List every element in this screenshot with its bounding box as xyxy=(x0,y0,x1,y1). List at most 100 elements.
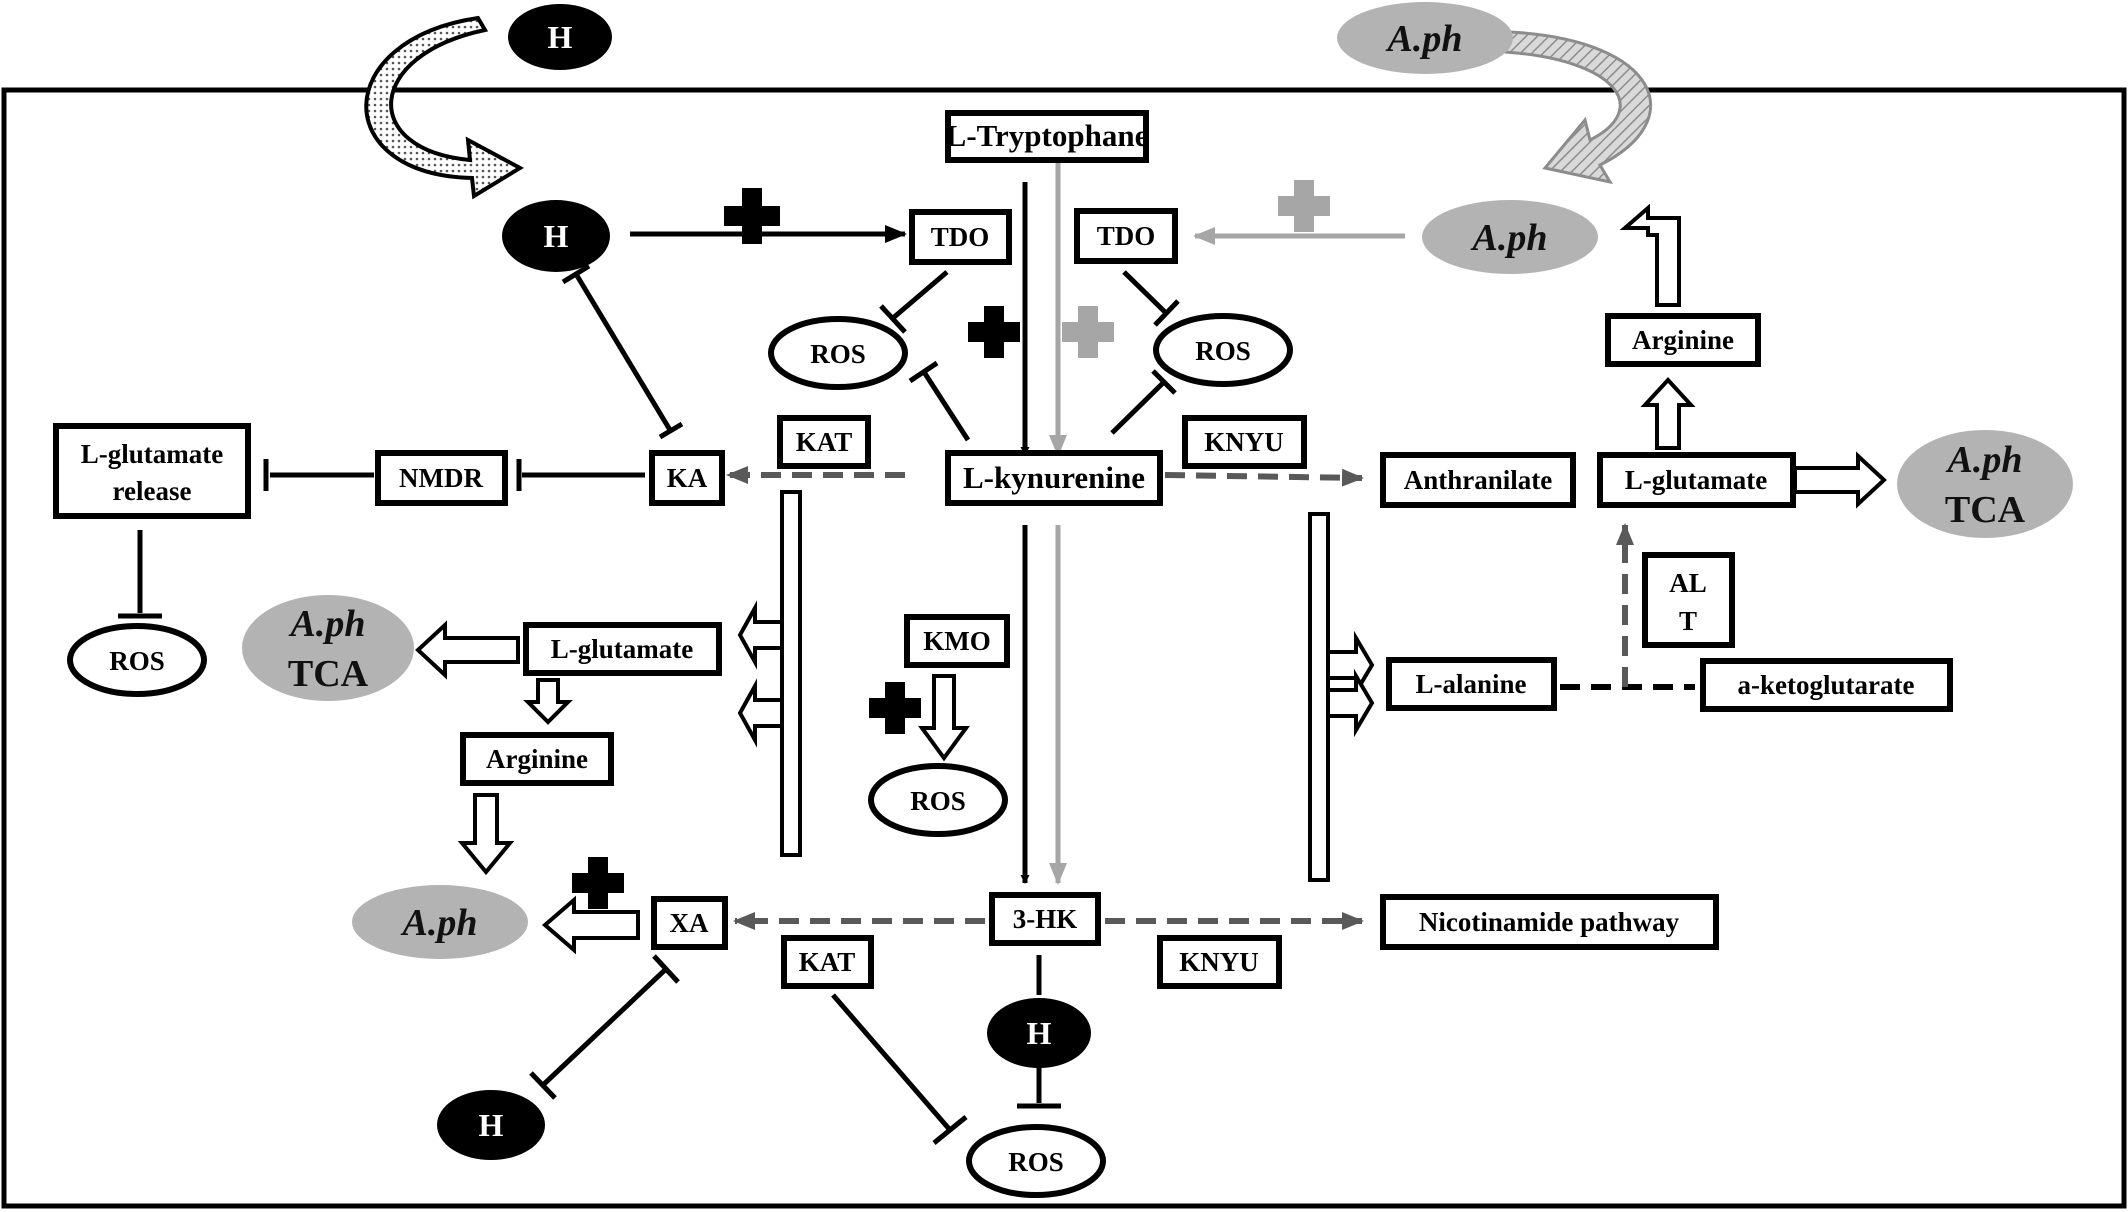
ros-node-glutamate-release: ROS xyxy=(67,623,207,697)
alt-node: AL T xyxy=(1642,552,1735,648)
glutamate-to-aph-tca-arrow xyxy=(1793,451,1887,509)
bracket-notch-arrow-up xyxy=(737,600,784,670)
svg-text:TCA: TCA xyxy=(1945,489,2026,531)
xa-to-aph-arrow xyxy=(541,895,640,955)
h-node-3hk: H xyxy=(987,998,1091,1068)
svg-text:TDO: TDO xyxy=(931,222,990,252)
plus-icon xyxy=(869,682,921,734)
three-hk-node: 3-HK xyxy=(989,892,1101,946)
nmdr-node: NMDR xyxy=(375,450,508,506)
plus-icon xyxy=(724,188,780,244)
svg-text:ROS: ROS xyxy=(810,339,866,369)
svg-text:Nicotinamide pathway: Nicotinamide pathway xyxy=(1419,907,1680,937)
knyu-bottom-node: KNYU xyxy=(1157,935,1282,989)
svg-text:ROS: ROS xyxy=(1008,1147,1064,1177)
right-bracket-bar xyxy=(1308,512,1330,882)
xa-node: XA xyxy=(651,896,728,950)
svg-text:A.ph: A.ph xyxy=(1471,217,1548,259)
aph-node-bottom-left: A.ph xyxy=(352,885,528,959)
svg-text:KNYU: KNYU xyxy=(1204,427,1284,457)
kat-top-node: KAT xyxy=(777,415,871,469)
svg-text:KA: KA xyxy=(667,463,708,493)
arginine-right-node: Arginine xyxy=(1605,313,1761,367)
aph-node-outside: A.ph xyxy=(1337,2,1513,74)
ros-node-tdo-right: ROS xyxy=(1153,313,1293,387)
arginine-export-arrow xyxy=(1619,203,1681,307)
l-alanine-node: L-alanine xyxy=(1386,657,1557,711)
arginine-left-node: Arginine xyxy=(460,732,614,786)
svg-text:KMO: KMO xyxy=(923,626,991,656)
tbar xyxy=(932,1115,968,1145)
aph-tca-node-right: A.ph TCA xyxy=(1897,430,2073,538)
svg-text:NMDR: NMDR xyxy=(399,463,483,493)
svg-text:KNYU: KNYU xyxy=(1179,947,1259,977)
svg-text:L-glutamate: L-glutamate xyxy=(1625,465,1767,495)
aph-node-top-right: A.ph xyxy=(1422,200,1598,274)
svg-text:TCA: TCA xyxy=(288,653,369,695)
h-node-outside: H xyxy=(508,4,612,70)
l-tryptophane-node: L-Tryptophane xyxy=(945,110,1149,163)
xa-h-inhibition xyxy=(541,967,668,1087)
ros-node-tdo-left: ROS xyxy=(768,316,908,390)
svg-text:ROS: ROS xyxy=(109,646,165,676)
plus-icon xyxy=(1062,306,1114,358)
svg-text:a-ketoglutarate: a-ketoglutarate xyxy=(1738,670,1915,700)
anthranilate-node: Anthranilate xyxy=(1380,452,1576,508)
tdo-right-inhibits-ros xyxy=(1122,270,1168,315)
kat-bottom-node: KAT xyxy=(781,935,874,989)
glutamate-release-node: L-glutamate release xyxy=(53,423,251,519)
svg-text:XA: XA xyxy=(670,908,709,938)
l-kynurenine-node: L-kynurenine xyxy=(945,450,1163,506)
l-glutamate-left-node: L-glutamate xyxy=(523,622,722,676)
svg-text:L-Tryptophane: L-Tryptophane xyxy=(946,118,1149,153)
glutamate-to-arginine-arrow xyxy=(1640,377,1696,450)
kat-inhibits-ros xyxy=(831,993,952,1132)
svg-text:A.ph: A.ph xyxy=(289,603,366,645)
left-arginine-to-aph-arrow xyxy=(457,793,515,876)
svg-text:AL: AL xyxy=(1669,568,1707,598)
svg-text:L-kynurenine: L-kynurenine xyxy=(963,460,1145,495)
l-glutamate-right-node: L-glutamate xyxy=(1597,452,1796,508)
kyn-to-anthranilate-dashed-arrow xyxy=(1164,468,1364,487)
h-entry-curved-arrow xyxy=(364,15,525,200)
svg-text:KAT: KAT xyxy=(799,947,856,977)
svg-text:Arginine: Arginine xyxy=(486,744,588,774)
tbar xyxy=(908,360,939,384)
knyu-top-node: KNYU xyxy=(1182,415,1307,469)
ka-node: KA xyxy=(649,450,725,506)
left-bracket-bar xyxy=(780,490,802,857)
bracket-arrow-to-alanine xyxy=(1326,630,1375,700)
svg-text:H: H xyxy=(548,19,573,55)
svg-text:A.ph: A.ph xyxy=(401,902,478,944)
svg-text:A.ph: A.ph xyxy=(1386,18,1463,60)
left-glutamate-to-arginine-arrow xyxy=(523,678,573,725)
tbar xyxy=(1153,299,1180,327)
svg-text:TDO: TDO xyxy=(1097,221,1156,251)
svg-text:KAT: KAT xyxy=(796,427,853,457)
ros-node-bottom: ROS xyxy=(966,1124,1106,1198)
svg-text:H: H xyxy=(479,1107,504,1143)
aph-entry-curved-arrow xyxy=(1503,30,1653,185)
aph-tca-node-left: A.ph TCA xyxy=(242,595,414,701)
svg-text:L-glutamate: L-glutamate xyxy=(81,439,223,469)
svg-text:ROS: ROS xyxy=(1195,336,1251,366)
tbar xyxy=(879,304,907,334)
h-node-bottom: H xyxy=(437,1090,545,1160)
tdo-right-node: TDO xyxy=(1074,208,1178,264)
plus-icon xyxy=(572,857,624,909)
ros-node-kmo: ROS xyxy=(868,763,1008,837)
svg-text:A.ph: A.ph xyxy=(1946,439,2023,481)
tbar xyxy=(1151,369,1177,395)
plus-icon xyxy=(968,306,1020,358)
tbar xyxy=(658,421,684,440)
h-node-top: H xyxy=(502,200,610,272)
svg-text:Arginine: Arginine xyxy=(1632,325,1734,355)
tbar xyxy=(652,954,680,984)
svg-text:H: H xyxy=(544,218,569,254)
svg-text:T: T xyxy=(1679,606,1697,636)
diagram-frame xyxy=(1,87,2127,1209)
tdo-left-inhibits-ros xyxy=(891,270,949,320)
tbar xyxy=(529,1071,557,1100)
svg-text:Anthranilate: Anthranilate xyxy=(1404,465,1553,495)
svg-text:3-HK: 3-HK xyxy=(1013,904,1078,934)
